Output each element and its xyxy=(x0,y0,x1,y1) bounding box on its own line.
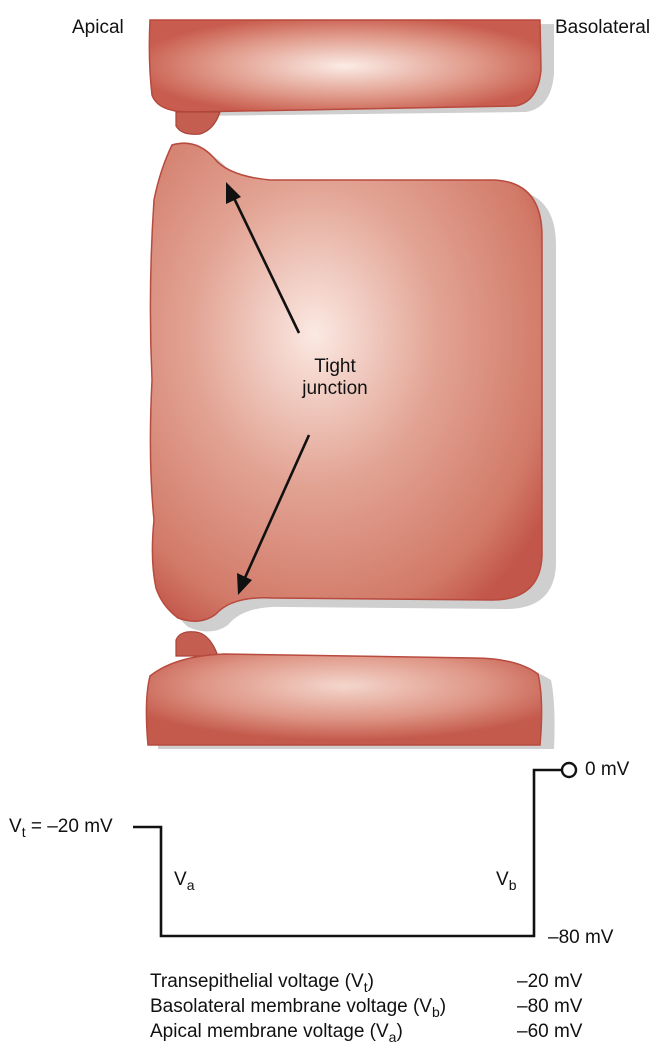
legend-value-vb: –80 mV xyxy=(517,996,583,1017)
top-cell-junction-nub xyxy=(175,111,221,135)
va-label: Va xyxy=(174,869,195,893)
legend-row-va: Apical membrane voltage (Va) xyxy=(150,1021,403,1045)
bottom-cell xyxy=(145,631,555,749)
basolateral-label: Basolateral xyxy=(555,17,651,38)
vt-label: Vt = –20 mV xyxy=(9,816,113,840)
legend-row-vt: Transepithelial voltage (Vt) xyxy=(150,971,374,995)
legend-row-vb: Basolateral membrane voltage (Vb) xyxy=(150,996,447,1020)
apical-label: Apical xyxy=(72,17,124,38)
vb-label: Vb xyxy=(496,869,517,893)
top-cell xyxy=(148,19,554,135)
zero-mv-marker xyxy=(560,761,578,779)
voltage-trace xyxy=(133,761,578,938)
legend-value-va: –60 mV xyxy=(517,1021,583,1042)
minus80-mv-label: –80 mV xyxy=(548,927,614,948)
tight-junction-label: Tight junction xyxy=(302,356,368,399)
tight-junction-arrows xyxy=(226,182,311,595)
bottom-cell-junction-nub xyxy=(175,631,219,657)
legend-value-vt: –20 mV xyxy=(517,971,583,992)
zero-mv-label: 0 mV xyxy=(585,759,630,780)
middle-cell xyxy=(149,142,556,632)
